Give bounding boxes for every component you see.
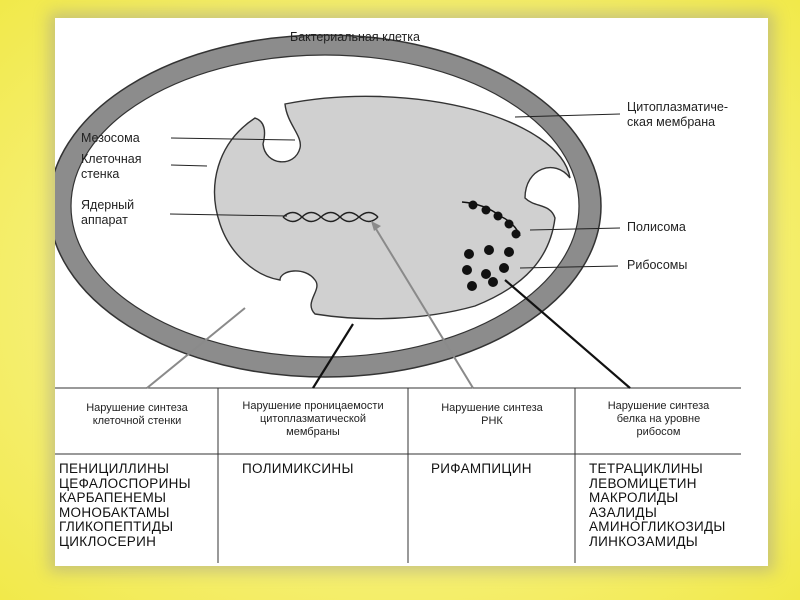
column-header-membrane: Нарушение проницаемости цитоплазматическ…	[242, 400, 384, 438]
drug-list-rna: РИФАМПИЦИН	[431, 461, 532, 477]
diagram-card: Бактериальная клетка Мезосома Клеточная …	[55, 18, 768, 566]
label-cell-wall: Клеточная стенка	[81, 152, 142, 181]
drug-list-membrane: ПОЛИМИКСИНЫ	[242, 461, 354, 477]
leader-lines	[169, 113, 621, 269]
arrow-rna	[372, 223, 474, 389]
drug-list-protein: ТЕТРАЦИКЛИНЫ ЛЕВОМИЦЕТИН МАКРОЛИДЫ АЗАЛИ…	[589, 461, 726, 550]
list-item: ГЛИКОПЕПТИДЫ	[59, 519, 174, 535]
list-item: АМИНОГЛИКОЗИДЫ	[589, 519, 726, 535]
bacterial-cell-diagram	[55, 34, 741, 563]
label-cytoplasmic-membrane: Цитоплазматиче- ская мембрана	[627, 100, 728, 129]
arrow-rna-head	[371, 221, 381, 231]
column-header-protein: Нарушение синтеза белка на уровне рибосо…	[607, 400, 710, 438]
diagram-title: Бактериальная клетка	[290, 30, 420, 44]
list-item: ЛЕВОМИЦЕТИН	[589, 475, 697, 491]
list-item: МОНОБАКТАМЫ	[59, 504, 170, 520]
label-nuclear-apparatus: Ядерный аппарат	[81, 198, 135, 227]
list-item: АЗАЛИДЫ	[589, 504, 658, 520]
label-polysome: Полисома	[627, 220, 686, 234]
list-item: ЛИНКОЗАМИДЫ	[589, 533, 699, 549]
ribosomes-icon	[462, 245, 514, 291]
arrow-cell-wall	[146, 307, 246, 389]
label-mesosome: Мезосома	[81, 131, 140, 145]
polysome-icon	[461, 200, 521, 239]
list-item: ЦИКЛОСЕРИН	[59, 533, 157, 549]
cytoplasm	[213, 95, 571, 320]
list-item: КАРБАПЕНЕМЫ	[59, 490, 167, 506]
dna-icon	[282, 211, 379, 223]
drug-list-cell-wall: ПЕНИЦИЛЛИНЫ ЦЕФАЛОСПОРИНЫ КАРБАПЕНЕМЫ МО…	[59, 461, 191, 550]
arrow-membrane	[312, 323, 354, 389]
list-item: МАКРОЛИДЫ	[589, 490, 679, 506]
list-item: ЦЕФАЛОСПОРИНЫ	[59, 475, 191, 491]
list-item: ТЕТРАЦИКЛИНЫ	[589, 461, 704, 476]
list-item: ПЕНИЦИЛЛИНЫ	[59, 461, 170, 476]
column-header-rna: Нарушение синтеза РНК	[441, 402, 543, 427]
list-item: РИФАМПИЦИН	[431, 461, 532, 476]
column-header-cell-wall: Нарушение синтеза клеточной стенки	[86, 402, 188, 427]
list-item: ПОЛИМИКСИНЫ	[242, 461, 354, 476]
arrow-ribosomes	[504, 279, 631, 389]
label-ribosomes: Рибосомы	[627, 258, 688, 272]
